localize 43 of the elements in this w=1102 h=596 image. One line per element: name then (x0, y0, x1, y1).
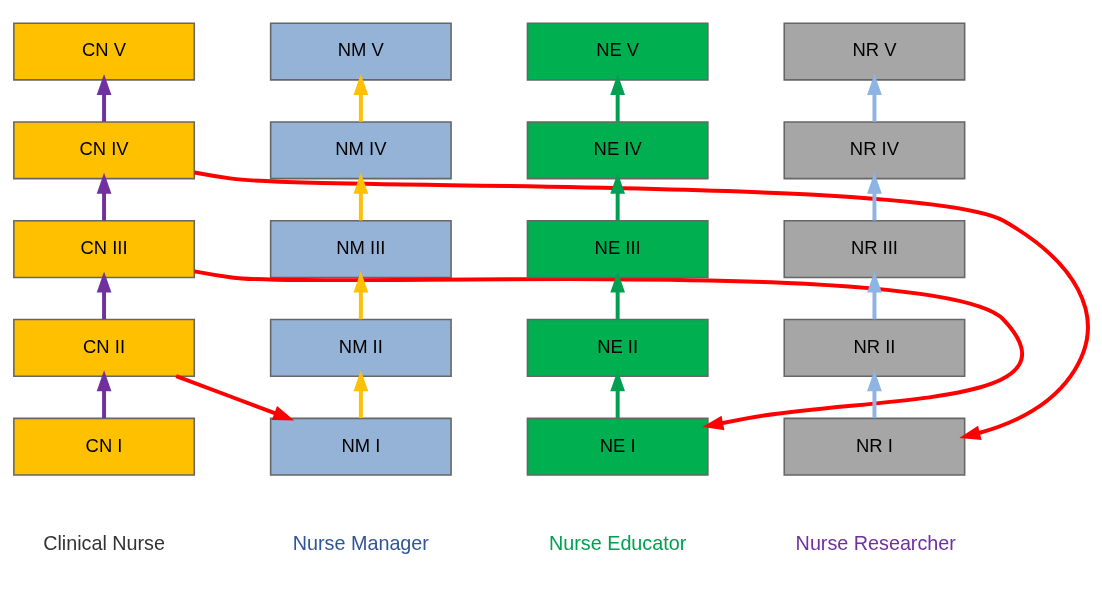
node-box: NE V (526, 22, 709, 81)
node-box: CN V (13, 22, 196, 81)
arrow (867, 369, 882, 418)
label: Nurse Educator (549, 531, 687, 554)
arrow (353, 172, 369, 220)
arrow (96, 369, 112, 418)
arrow (353, 369, 369, 418)
node-box: NE IV (526, 120, 709, 179)
arrow (610, 369, 626, 418)
arrow (353, 271, 369, 319)
node-box: CN III (13, 219, 196, 278)
node-box: CN I (13, 417, 196, 476)
node-box: NR IV (783, 120, 966, 179)
node-box: CN II (13, 318, 196, 377)
arrow (867, 172, 882, 220)
node-box: NE I (526, 417, 709, 476)
arrow (867, 271, 882, 319)
arrow (610, 172, 626, 220)
arrow (96, 271, 112, 319)
node-box: NM V (269, 22, 452, 81)
node-box: NE III (526, 219, 709, 278)
label: Nurse Researcher (795, 531, 956, 554)
node-box: NM IV (269, 120, 452, 179)
node-box: NM I (269, 417, 452, 476)
arrow (194, 170, 1090, 440)
node-box: NM II (269, 318, 452, 377)
arrow (867, 73, 882, 122)
arrow (353, 73, 369, 122)
arrow (610, 73, 626, 122)
node-box: NR V (783, 22, 966, 81)
node-box: NE II (526, 318, 709, 377)
arrow (194, 268, 1023, 430)
node-box: NM III (269, 219, 452, 278)
arrow (610, 271, 626, 319)
arrow (96, 172, 112, 220)
arrow (175, 373, 295, 420)
label: Nurse Manager (292, 531, 429, 554)
label: Clinical Nurse (43, 531, 165, 554)
node-box: NR I (783, 417, 966, 476)
node-box: CN IV (13, 120, 196, 179)
arrow (96, 73, 112, 122)
node-box: NR III (783, 219, 966, 278)
node-box: NR II (783, 318, 966, 377)
